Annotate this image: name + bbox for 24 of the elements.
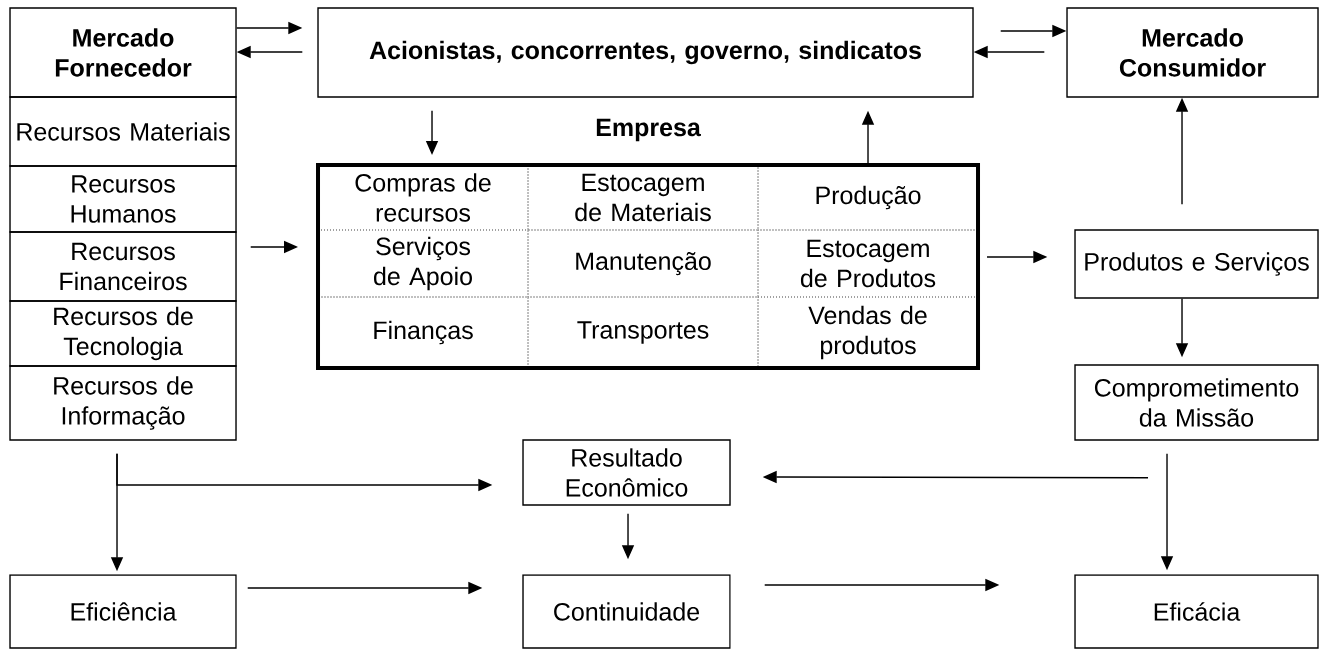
table-heading: Empresa (596, 118, 701, 142)
process-box: Resultado Econômico (522, 439, 731, 506)
table-cell: Vendas de produtos (757, 296, 979, 369)
table-cell: Finanças (317, 296, 529, 369)
process-box: Recursos de Informação (9, 365, 237, 441)
process-box: Recursos Materiais (9, 96, 237, 167)
process-box: Eficácia (1074, 574, 1319, 649)
table-cell: Produção (757, 164, 979, 231)
table-cell: Estocagem de Produtos (757, 229, 979, 298)
table-cell: Manutenção (527, 229, 759, 298)
header-box: Acionistas, concorrentes, governo, sindicatos (317, 7, 974, 98)
process-box: Continuidade (522, 574, 731, 649)
process-box: Recursos Financeiros (9, 231, 237, 302)
header-box: Mercado Consumidor (1066, 7, 1319, 98)
table-cell: Transportes (527, 296, 759, 369)
process-box: Recursos Humanos (9, 165, 237, 233)
table-cell: Serviços de Apoio (317, 229, 529, 298)
header-box: Mercado Fornecedor (9, 7, 237, 98)
table-cell: Estocagem de Materiais (527, 164, 759, 231)
process-box: Comprometimento da Missão (1074, 364, 1319, 441)
process-box: Produtos e Serviços (1074, 229, 1319, 299)
process-box: Eficiência (9, 574, 237, 649)
table-cell: Compras de recursos (317, 164, 529, 231)
process-box: Recursos de Tecnologia (9, 300, 237, 367)
